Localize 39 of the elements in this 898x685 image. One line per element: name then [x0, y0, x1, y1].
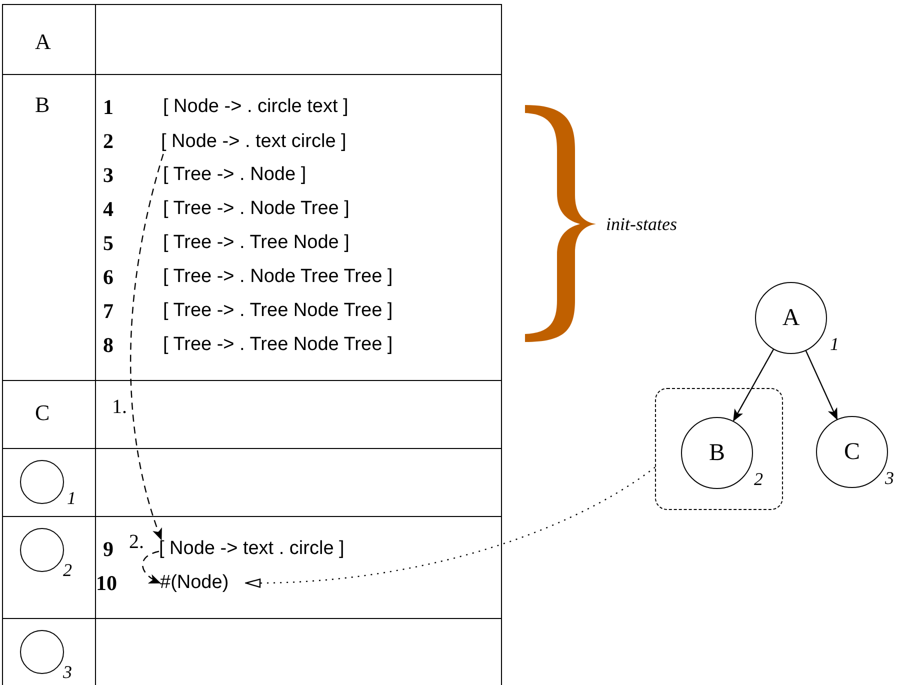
item-text: [ Tree -> . Tree Node Tree ] — [163, 333, 393, 357]
node-letter: A — [782, 304, 800, 332]
arrow — [733, 349, 774, 422]
item-number: 5 — [103, 231, 114, 255]
row-letter: B — [35, 93, 50, 117]
item-number: 1 — [103, 95, 114, 119]
dashed-frame — [655, 388, 783, 510]
item-number: 7 — [103, 299, 114, 323]
item-number: 10 — [96, 571, 117, 595]
item-text: [ Node -> . circle text ] — [163, 95, 348, 119]
item-text: [ Node -> . text circle ] — [161, 131, 346, 153]
subscript-number: 1 — [830, 335, 839, 353]
item-number: 4 — [103, 197, 114, 221]
item-number: 6 — [103, 265, 114, 289]
node-letter: C — [844, 438, 860, 466]
item-text: #(Node) — [160, 572, 229, 594]
item-text: [ Tree -> . Node Tree ] — [163, 197, 350, 221]
subscript-number: 2 — [754, 470, 763, 488]
subscript-number: 3 — [885, 469, 894, 487]
item-text: [ Tree -> . Tree Node Tree ] — [163, 299, 393, 323]
arrow — [245, 466, 656, 588]
item-text: [ Node -> text . circle ] — [159, 538, 344, 560]
arrow — [805, 350, 838, 420]
row-letter: C — [35, 401, 50, 425]
row-letter: A — [35, 30, 51, 54]
item-number: 3 — [103, 163, 114, 187]
subscript-number: 3 — [63, 663, 72, 681]
arrow — [130, 154, 164, 540]
item-text: [ Tree -> . Node Tree Tree ] — [163, 265, 393, 289]
item-number: 2 — [103, 129, 114, 153]
arrow — [142, 550, 161, 584]
item-number: 9 — [103, 537, 114, 561]
brace-label: init-states — [606, 215, 677, 233]
node-letter: B — [708, 440, 725, 466]
subscript-number: 1 — [67, 489, 76, 507]
item-text: [ Tree -> . Tree Node ] — [163, 231, 350, 255]
subscript-number: 2 — [63, 561, 72, 579]
item-number: 8 — [103, 333, 114, 357]
item-text: [ Tree -> . Node ] — [163, 163, 306, 187]
